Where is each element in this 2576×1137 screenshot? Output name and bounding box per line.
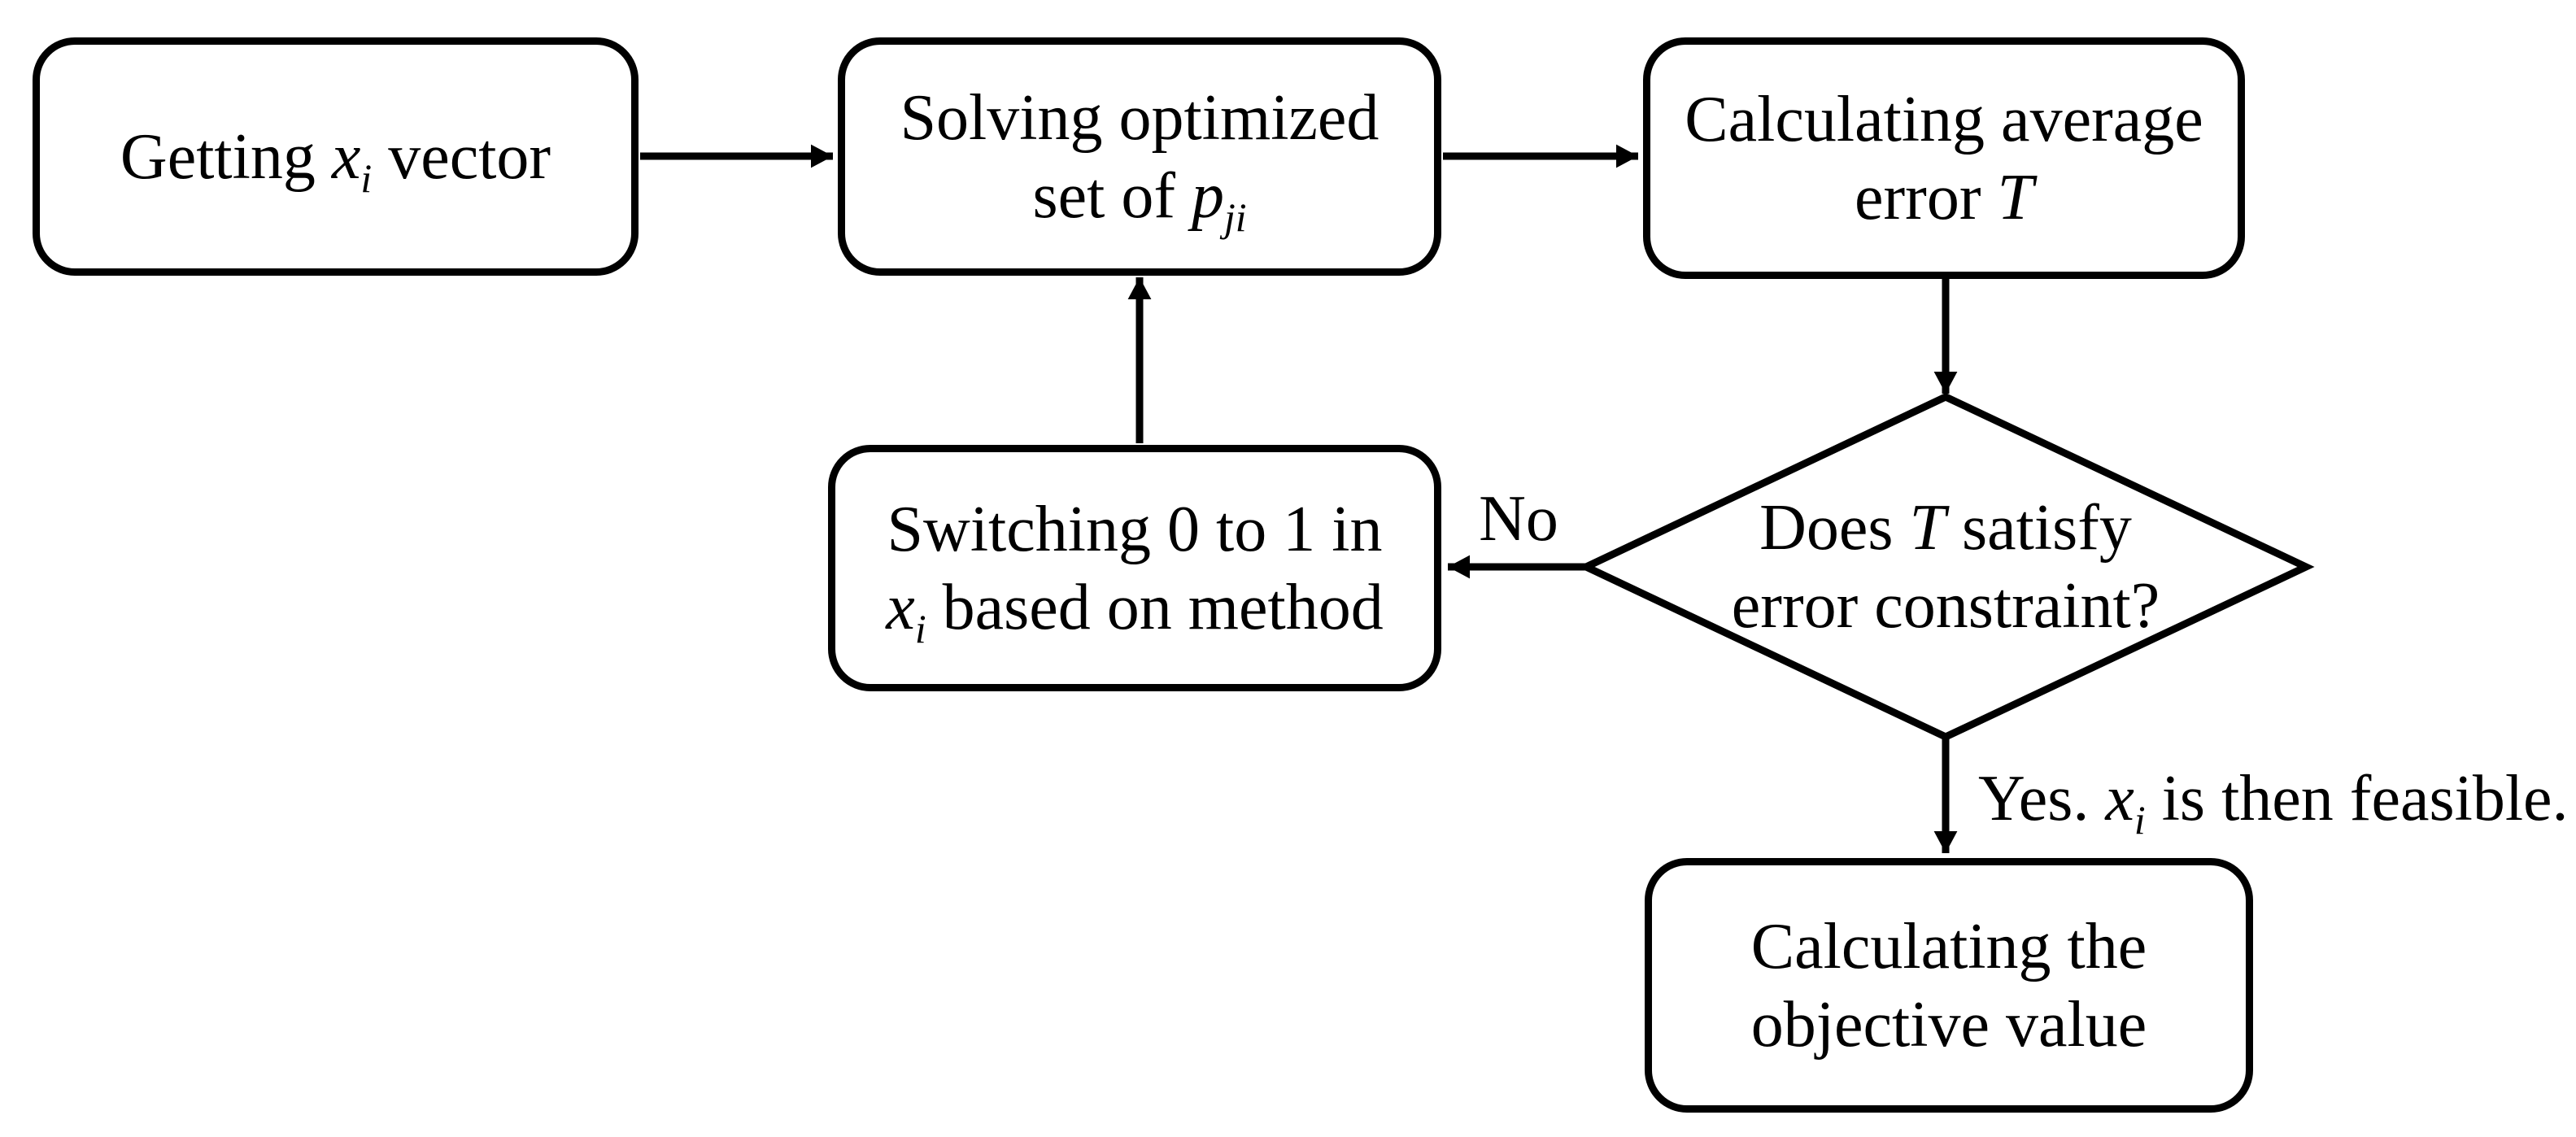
text-segment: satisfy — [1946, 492, 2132, 564]
label-line: Calculating average — [1685, 83, 2203, 155]
node-solving-pji-label: Solving optimized set of pji — [900, 79, 1380, 237]
node-switching-label: Switching 0 to 1 in xi based on method — [886, 490, 1384, 649]
text-segment: is then feasible. — [2145, 763, 2569, 834]
node-calc-avg-error-label: Calculating average error T — [1685, 81, 2203, 237]
text-segment: set of — [1032, 159, 1192, 232]
math-subscript: ji — [1223, 194, 1247, 240]
label-line: Switching 0 to 1 in — [887, 493, 1383, 565]
math-var: p — [1191, 159, 1224, 232]
math-var: x — [886, 571, 915, 643]
label-line: Solving optimized — [900, 81, 1380, 154]
node-getting-xi-label: Getting xi vector — [120, 118, 551, 198]
text-segment: Does — [1759, 492, 1910, 564]
math-var: T — [1997, 161, 2033, 233]
edge-label-no: No — [1479, 483, 1558, 555]
label-line: set of pji — [900, 157, 1380, 237]
label-line: Calculating the — [1750, 910, 2147, 982]
label-line: objective value — [1750, 988, 2147, 1061]
text-segment: error — [1855, 161, 1998, 233]
math-var: x — [2105, 763, 2134, 834]
text-segment: Getting — [120, 120, 332, 193]
node-switching: Switching 0 to 1 in xi based on method — [828, 445, 1441, 691]
node-calc-objective: Calculating the objective value — [1645, 858, 2253, 1113]
label-line: xi based on method — [886, 568, 1384, 649]
node-calc-avg-error: Calculating average error T — [1643, 37, 2245, 279]
label-line: error constraint? — [1731, 570, 2160, 642]
math-subscript: i — [360, 155, 373, 201]
edge-label-yes: Yes. xi is then feasible. — [1978, 760, 2569, 840]
node-calc-objective-label: Calculating the objective value — [1751, 908, 2147, 1064]
text-segment: Yes. — [1978, 763, 2106, 834]
math-var: T — [1909, 492, 1946, 564]
math-subscript: i — [2134, 798, 2146, 843]
label-line: error T — [1685, 159, 2203, 237]
math-var: x — [331, 120, 361, 193]
node-decision-text: Does T satisfy error constraint? — [1732, 489, 2160, 645]
math-subscript: i — [914, 606, 926, 651]
label-line: Does T satisfy — [1732, 489, 2160, 567]
node-solving-pji: Solving optimized set of pji — [838, 37, 1441, 276]
text-segment: vector — [372, 120, 551, 193]
decision-diamond — [1577, 393, 2315, 741]
node-getting-xi: Getting xi vector — [33, 37, 639, 276]
text-segment: based on method — [926, 571, 1384, 643]
node-decision-label: Does T satisfy error constraint? — [1653, 486, 2238, 647]
